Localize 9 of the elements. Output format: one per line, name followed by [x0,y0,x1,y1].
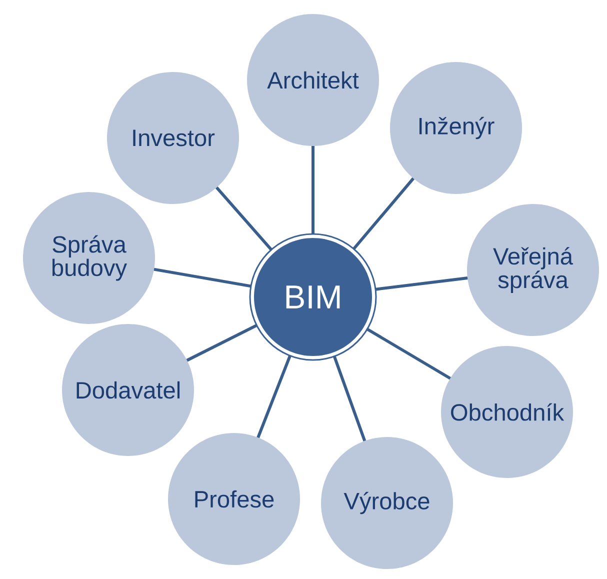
connector-line [154,268,252,288]
connector-line [332,356,366,442]
connector-line [375,276,468,291]
connector-line [366,328,451,380]
connector-line [312,146,314,234]
connector-line [256,355,292,438]
connector-line [216,186,272,251]
connector-line [352,177,415,250]
connector-line [186,324,258,362]
